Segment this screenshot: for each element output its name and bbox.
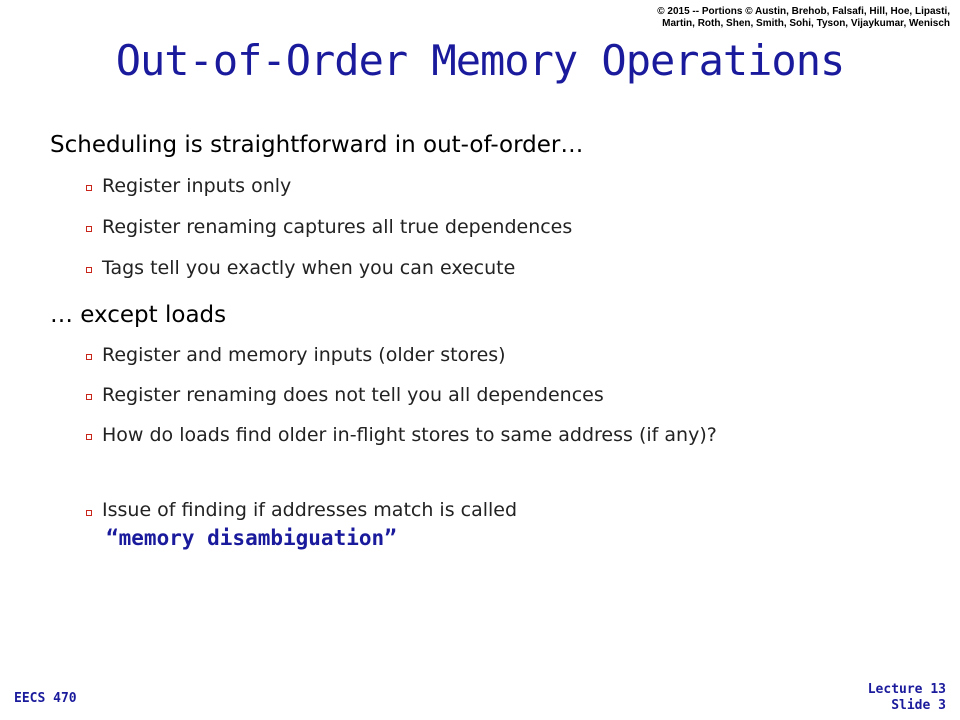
memory-disambiguation-term: “memory disambiguation” bbox=[106, 526, 397, 550]
section-heading-scheduling: Scheduling is straightforward in out-of-… bbox=[50, 132, 584, 158]
square-bullet-icon bbox=[86, 434, 92, 440]
bullet-item: Register renaming does not tell you all … bbox=[102, 384, 604, 406]
square-bullet-icon bbox=[86, 510, 92, 516]
copyright-line-2: Martin, Roth, Shen, Smith, Sohi, Tyson, … bbox=[662, 18, 950, 29]
square-bullet-icon bbox=[86, 185, 92, 191]
slide-info: Lecture 13 Slide 3 bbox=[868, 682, 946, 714]
section-heading-loads: … except loads bbox=[50, 302, 227, 328]
slide-title: Out-of-Order Memory Operations bbox=[115, 36, 846, 85]
bullet-item: How do loads find older in-flight stores… bbox=[102, 424, 717, 446]
square-bullet-icon bbox=[86, 267, 92, 273]
square-bullet-icon bbox=[86, 354, 92, 360]
bullet-item: Register inputs only bbox=[102, 175, 292, 197]
copyright-notice: © 2015 -- Portions © Austin, Brehob, Fal… bbox=[390, 6, 950, 30]
copyright-line-1: © 2015 -- Portions © Austin, Brehob, Fal… bbox=[657, 6, 950, 17]
square-bullet-icon bbox=[86, 226, 92, 232]
course-label: EECS 470 bbox=[14, 691, 77, 706]
slide-number: Slide 3 bbox=[891, 698, 946, 713]
bullet-item: Register and memory inputs (older stores… bbox=[102, 344, 506, 366]
lecture-number: Lecture 13 bbox=[867, 682, 946, 697]
bullet-item: Issue of finding if addresses match is c… bbox=[102, 499, 518, 521]
square-bullet-icon bbox=[86, 394, 92, 400]
bullet-item: Tags tell you exactly when you can execu… bbox=[102, 257, 516, 279]
bullet-item: Register renaming captures all true depe… bbox=[102, 216, 573, 238]
